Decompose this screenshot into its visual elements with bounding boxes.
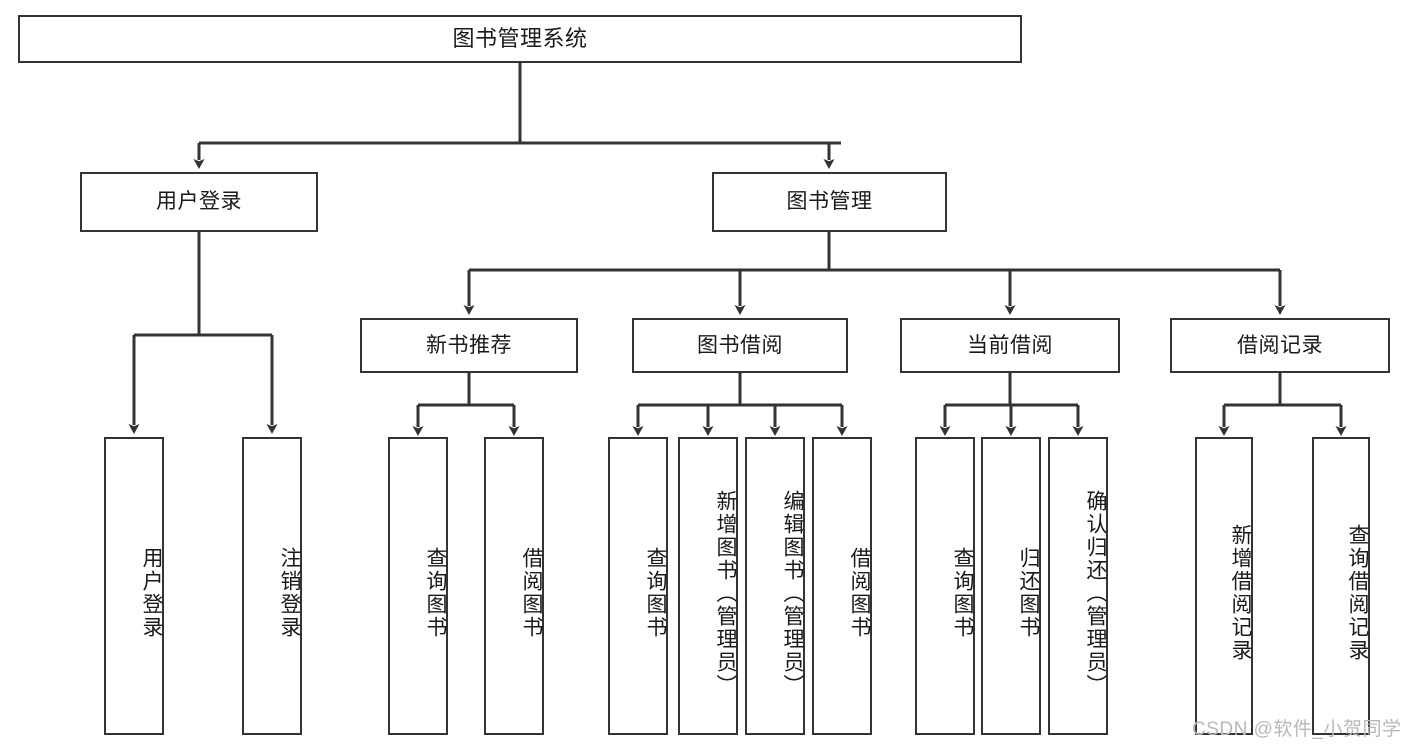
node-label: 查询图书 [951, 547, 974, 639]
node-new-book-recommend[interactable]: 新书推荐 [360, 318, 578, 373]
edge-newbooks-to-leaves [412, 373, 520, 436]
leaf-logout[interactable]: 注销登录 [242, 437, 302, 735]
node-label: 图书管理 [786, 190, 873, 214]
leaf-query-book-recommend[interactable]: 查询图书 [388, 437, 448, 735]
node-label: 归还图书 [1017, 547, 1040, 639]
node-label: 图书管理系统 [452, 25, 588, 51]
node-book-borrow[interactable]: 图书借阅 [632, 318, 848, 373]
node-label: 借阅图书 [848, 547, 871, 639]
leaf-confirm-return-admin[interactable]: 确认归还（管理员） [1048, 437, 1108, 735]
edge-borrow-to-leaves [632, 373, 848, 436]
node-user-login[interactable]: 用户登录 [80, 172, 318, 232]
leaf-borrow-book-recommend[interactable]: 借阅图书 [484, 437, 544, 735]
leaf-edit-book-admin[interactable]: 编辑图书（管理员） [745, 437, 805, 735]
leaf-query-book-current[interactable]: 查询图书 [915, 437, 975, 735]
node-label: 编辑图书（管理员） [781, 489, 804, 697]
node-label: 图书借阅 [697, 333, 783, 357]
watermark-text: CSDN @软件_小贺同学 [1192, 719, 1402, 740]
node-label: 用户登录 [156, 190, 242, 214]
node-label: 用户登录 [140, 547, 163, 639]
node-label: 查询借阅记录 [1346, 524, 1369, 662]
leaf-borrow-book[interactable]: 借阅图书 [812, 437, 872, 735]
node-label: 借阅图书 [520, 547, 543, 639]
node-borrow-records[interactable]: 借阅记录 [1170, 318, 1390, 373]
leaf-add-book-admin[interactable]: 新增图书（管理员） [678, 437, 738, 735]
node-label: 当前借阅 [967, 333, 1053, 357]
node-label: 确认归还（管理员） [1084, 489, 1107, 697]
csdn-watermark: CSDN @软件_小贺同学 [1192, 714, 1401, 741]
node-label: 注销登录 [278, 547, 301, 639]
node-book-management[interactable]: 图书管理 [712, 172, 947, 232]
node-label: 新增图书（管理员） [714, 489, 737, 697]
node-root-system[interactable]: 图书管理系统 [18, 15, 1022, 63]
edge-userlogin-to-leaves [128, 232, 278, 434]
leaf-add-borrow-record[interactable]: 新增借阅记录 [1195, 437, 1253, 735]
edge-records-to-leaves [1218, 373, 1347, 436]
node-label: 查询图书 [644, 547, 667, 639]
edge-root-to-level2 [193, 63, 841, 169]
leaf-query-book-borrow[interactable]: 查询图书 [608, 437, 668, 735]
node-label: 查询图书 [424, 547, 447, 639]
leaf-return-book[interactable]: 归还图书 [981, 437, 1041, 735]
node-label: 借阅记录 [1237, 333, 1323, 357]
node-label: 新增借阅记录 [1229, 524, 1252, 662]
node-label: 新书推荐 [426, 333, 512, 357]
leaf-user-login[interactable]: 用户登录 [104, 437, 164, 735]
node-current-borrow[interactable]: 当前借阅 [900, 318, 1120, 373]
edge-bookmgmt-to-level3 [463, 232, 1286, 315]
edge-current-to-leaves [939, 373, 1084, 436]
leaf-query-borrow-record[interactable]: 查询借阅记录 [1312, 437, 1370, 735]
